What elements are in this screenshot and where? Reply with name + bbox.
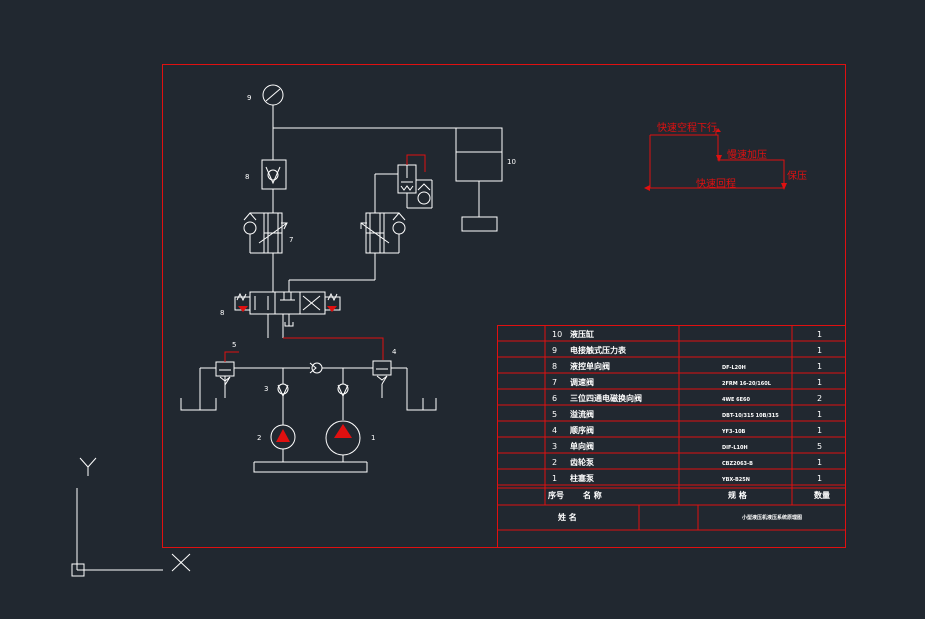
row-spec: DF-L20H bbox=[722, 365, 746, 371]
row-spec: 2FRM 16-20/160L bbox=[722, 381, 772, 387]
row-no: 7 bbox=[552, 378, 557, 387]
label-10: 10 bbox=[507, 158, 516, 166]
label-7: 7 bbox=[289, 236, 293, 244]
row-qty: 1 bbox=[817, 474, 822, 483]
row-no: 3 bbox=[552, 442, 557, 451]
cycle-fast-down: 快速空程下行 bbox=[657, 121, 717, 134]
label-9: 9 bbox=[247, 94, 251, 102]
header-spec: 规 格 bbox=[728, 490, 748, 500]
row-name: 齿轮泵 bbox=[570, 457, 594, 467]
row-no: 9 bbox=[552, 346, 557, 355]
solenoid-left-icon bbox=[238, 306, 248, 312]
work-cycle-diagram: 快速空程下行 慢速加压 保压 快速回程 bbox=[644, 121, 807, 191]
row-no: 5 bbox=[552, 410, 557, 419]
label-1: 1 bbox=[371, 434, 375, 442]
cycle-fast-return: 快速回程 bbox=[696, 178, 736, 190]
ucs-axis-icon bbox=[71, 457, 191, 577]
label-8a: 8 bbox=[245, 173, 249, 181]
drawing-frame bbox=[162, 64, 846, 548]
row-name: 电接触式压力表 bbox=[570, 345, 627, 355]
cycle-slow-press: 慢速加压 bbox=[727, 149, 767, 161]
row-no: 10 bbox=[552, 330, 562, 339]
sequence-valve bbox=[372, 360, 392, 376]
header-no: 序号 bbox=[548, 490, 564, 500]
hydraulic-cylinder bbox=[455, 127, 503, 182]
label-2: 2 bbox=[257, 434, 261, 442]
directional-valve bbox=[234, 291, 375, 339]
row-spec: YF3-10B bbox=[721, 429, 746, 435]
row-qty: 5 bbox=[817, 442, 822, 451]
row-name: 单向阀 bbox=[570, 441, 594, 451]
label-3: 3 bbox=[264, 385, 268, 393]
hydraulic-schematic bbox=[180, 84, 503, 473]
row-spec: DBT-10/315 10B/315 bbox=[722, 413, 779, 419]
row-name: 柱塞泵 bbox=[570, 473, 594, 483]
row-no: 2 bbox=[552, 458, 557, 467]
row-spec: CBZ2063-B bbox=[722, 461, 753, 467]
row-qty: 1 bbox=[817, 362, 822, 371]
pilot-check-valve bbox=[261, 159, 287, 190]
row-name: 顺序阀 bbox=[570, 425, 594, 435]
component-labels: 9 10 8 7 8 5 4 3 2 1 bbox=[220, 94, 516, 442]
header-qty: 数量 bbox=[814, 490, 830, 500]
row-qty: 1 bbox=[817, 458, 822, 467]
row-spec: DIF-L10H bbox=[722, 445, 748, 451]
row-no: 1 bbox=[552, 474, 557, 483]
label-8b: 8 bbox=[220, 309, 224, 317]
row-no: 8 bbox=[552, 362, 557, 371]
row-no: 4 bbox=[552, 426, 557, 435]
row-qty: 1 bbox=[817, 378, 822, 387]
row-name: 液控单向阀 bbox=[570, 361, 610, 371]
row-qty: 1 bbox=[817, 346, 822, 355]
parts-table: 10 液压缸 1 9 电接触式压力表 1 8 液控单向阀 DF-L20H 1 7 调速阀 2FRM 16… bbox=[497, 325, 846, 548]
row-qty: 1 bbox=[817, 410, 822, 419]
row-no: 6 bbox=[552, 394, 557, 403]
row-spec: YBX-B25N bbox=[721, 477, 750, 483]
relief-valve bbox=[215, 361, 235, 377]
cylinder-rod-end bbox=[461, 216, 498, 232]
row-name: 三位四通电磁换向阀 bbox=[570, 393, 642, 403]
row-qty: 2 bbox=[817, 394, 822, 403]
cycle-hold: 保压 bbox=[787, 169, 807, 182]
footer-title: 小型液压机液压系统原理图 bbox=[742, 514, 802, 521]
row-name: 溢流阀 bbox=[570, 409, 594, 419]
row-spec: 4WE 6E60 bbox=[722, 397, 751, 403]
header-name: 名 称 bbox=[583, 490, 602, 500]
label-4: 4 bbox=[392, 348, 397, 356]
row-qty: 1 bbox=[817, 426, 822, 435]
footer-name-label: 姓 名 bbox=[557, 512, 577, 522]
solenoid-right-icon bbox=[327, 306, 337, 312]
row-name: 液压缸 bbox=[570, 329, 594, 339]
row-qty: 1 bbox=[817, 330, 822, 339]
row-name: 调速阀 bbox=[570, 377, 594, 387]
label-5: 5 bbox=[232, 341, 236, 349]
